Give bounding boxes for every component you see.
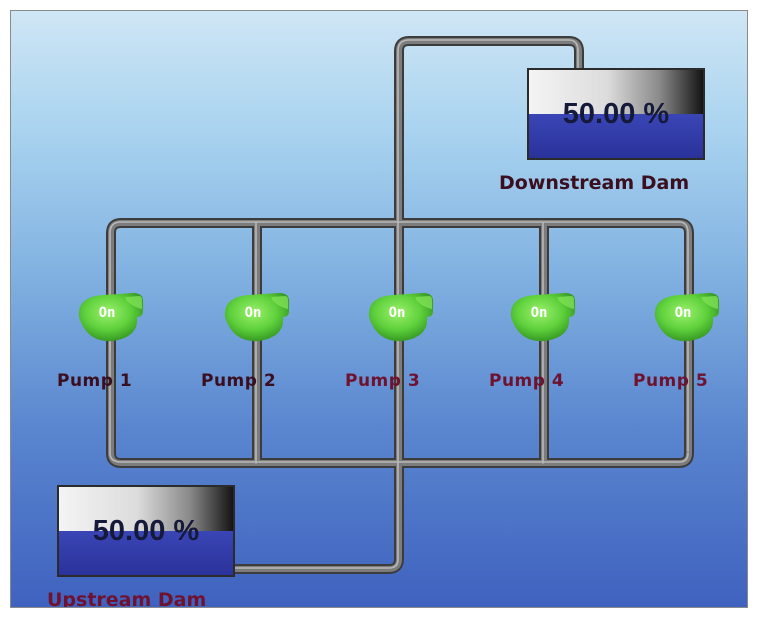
tank-empty-portion <box>59 487 233 531</box>
process-diagram-panel: 50.00 % Downstream Dam 50.00 % Upstream … <box>10 10 748 608</box>
pump-label: Pump 5 <box>633 371 709 391</box>
pump-2[interactable]: On <box>213 287 293 345</box>
pump-label: Pump 2 <box>201 371 277 391</box>
pump-state: On <box>244 305 262 321</box>
pump-icon <box>368 293 433 342</box>
pump-icon <box>654 293 719 342</box>
pump-3[interactable]: On <box>357 287 437 345</box>
tank-water-fill <box>59 531 233 575</box>
pump-5[interactable]: On <box>643 287 723 345</box>
pump-label: Pump 1 <box>57 371 133 391</box>
pump-state: On <box>674 305 692 321</box>
downstream-dam-level-value: 50.00 % <box>562 97 670 130</box>
tank-water-fill <box>529 114 703 158</box>
pump-icon <box>224 293 289 342</box>
pump-label: Pump 4 <box>489 371 565 391</box>
tank-empty-portion <box>529 70 703 114</box>
pump-state: On <box>388 305 406 321</box>
pump-label: Pump 3 <box>345 371 421 391</box>
pump-state: On <box>530 305 548 321</box>
upstream-dam-level-gauge[interactable]: 50.00 % <box>57 485 235 577</box>
pump-icon <box>510 293 575 342</box>
pump-icon <box>78 293 143 342</box>
pipe-network <box>106 36 694 574</box>
pump-1[interactable]: On <box>67 287 147 345</box>
pipe-upstream-return <box>228 458 404 574</box>
upstream-dam-level-value: 50.00 % <box>92 514 200 547</box>
pump-state: On <box>98 305 116 321</box>
upstream-dam-label: Upstream Dam <box>47 589 207 608</box>
downstream-dam-level-gauge[interactable]: 50.00 % <box>527 68 705 160</box>
downstream-dam-label: Downstream Dam <box>499 172 690 194</box>
pump-4[interactable]: On <box>499 287 579 345</box>
